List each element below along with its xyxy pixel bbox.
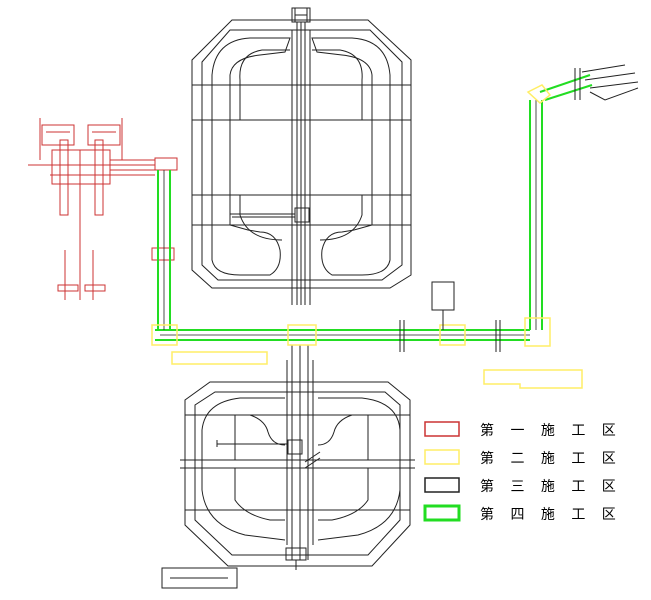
legend-swatch-4 <box>423 504 461 522</box>
legend-swatch-1 <box>424 421 460 437</box>
lower-unit-outline <box>184 381 411 567</box>
legend-label-3: 第 三 施 工 区 <box>480 478 622 495</box>
zone-1-pipe <box>151 157 178 261</box>
legend-swatch-2 <box>424 449 460 465</box>
pipeline-fittings <box>399 64 639 352</box>
lower-unit <box>161 345 415 589</box>
zone-4-pipeline <box>155 74 593 341</box>
upper-unit <box>191 7 412 305</box>
zone-4-pipeline-thin <box>160 100 537 336</box>
legend-label-4: 第 四 施 工 区 <box>480 506 622 523</box>
legend-swatch-3 <box>424 477 460 493</box>
legend-label-1: 第 一 施 工 区 <box>480 422 622 439</box>
upper-unit-inner-outline <box>201 29 403 281</box>
zone-2-elements <box>151 84 583 389</box>
legend: 第 一 施 工 区第 二 施 工 区第 三 施 工 区第 四 施 工 区 <box>423 421 622 523</box>
legend-label-2: 第 二 施 工 区 <box>480 450 622 467</box>
zone-1-machinery <box>28 118 155 300</box>
upper-unit-outline <box>191 19 412 289</box>
